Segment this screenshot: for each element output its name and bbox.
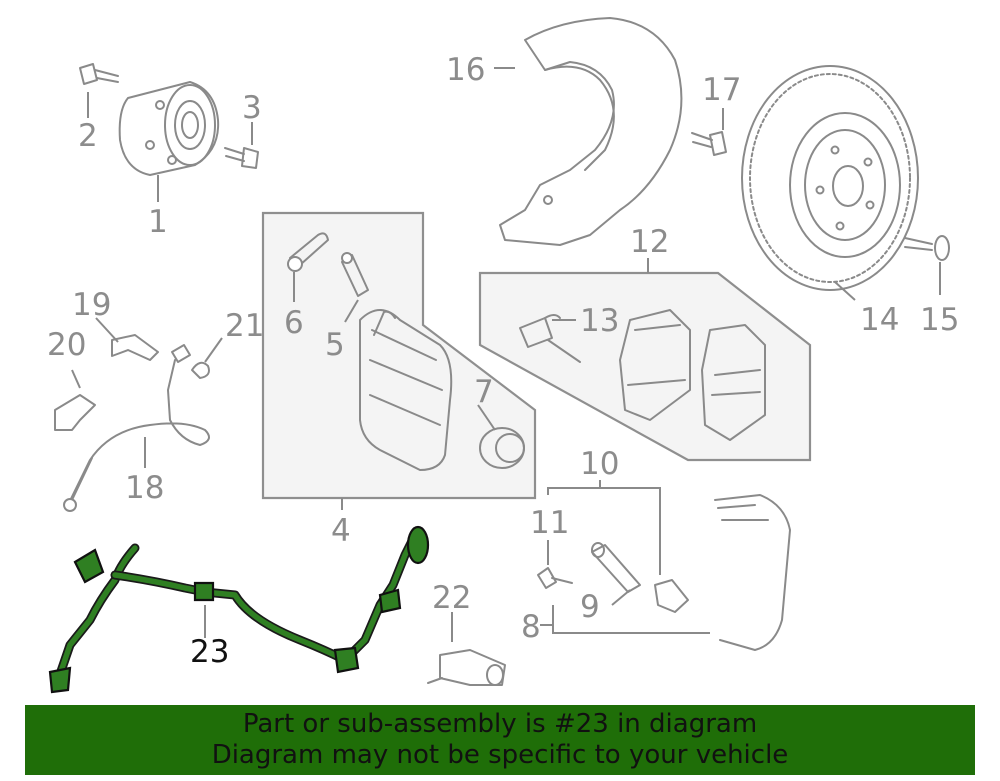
caliper-carrier-bracket-6[interactable] — [287, 232, 329, 272]
callout-12: 12 — [630, 224, 669, 260]
speed-sensor-22[interactable] — [427, 649, 506, 686]
callout-17: 17 — [702, 72, 741, 108]
callout-11: 11 — [530, 505, 569, 541]
brake-rotor[interactable] — [741, 65, 919, 291]
callout-22: 22 — [432, 580, 471, 616]
callout-4: 4 — [331, 513, 351, 549]
callout-10: 10 — [580, 446, 619, 482]
callout-2: 2 — [78, 118, 98, 154]
hose-bracket-20[interactable] — [54, 394, 96, 431]
guide-bolt-11[interactable] — [537, 567, 573, 589]
brake-caliper[interactable] — [359, 309, 453, 471]
parts-diagram: 1 2 3 4 5 6 7 8 9 10 11 12 13 14 15 16 1… — [47, 17, 959, 694]
bleeder-screw[interactable] — [341, 252, 369, 297]
callout-3: 3 — [242, 90, 262, 126]
shield-bolt[interactable] — [691, 131, 727, 156]
banner-line-1: Part or sub-assembly is #23 in diagram — [242, 709, 758, 739]
callout-13: 13 — [580, 303, 619, 339]
hose-bracket-19[interactable] — [111, 334, 159, 361]
callout-9: 9 — [580, 589, 600, 625]
pad-wear-sensor[interactable] — [519, 314, 581, 363]
callout-16: 16 — [446, 52, 485, 88]
caliper-group-box — [261, 211, 537, 500]
wheel-hub[interactable] — [118, 81, 220, 176]
callout-8: 8 — [521, 609, 541, 645]
callout-7: 7 — [474, 374, 494, 410]
notice-banner: Part or sub-assembly is #23 in diagram D… — [25, 705, 975, 775]
caliper-piston[interactable] — [479, 427, 525, 469]
guide-pin-9[interactable] — [591, 542, 641, 593]
rotor-screw[interactable] — [904, 235, 950, 261]
callout-15: 15 — [920, 302, 959, 338]
callout-23: 23 — [190, 634, 229, 670]
wear-indicator-8[interactable] — [714, 494, 791, 651]
retaining-clip-21[interactable] — [191, 361, 210, 379]
splash-shield[interactable] — [499, 17, 683, 246]
brake-pad-inner[interactable] — [619, 309, 691, 421]
callout-1: 1 — [148, 204, 168, 240]
callout-21: 21 — [225, 308, 264, 344]
brake-hose[interactable] — [63, 344, 210, 512]
brake-pad-outer[interactable] — [701, 324, 766, 441]
banner-line-2: Diagram may not be specific to your vehi… — [211, 740, 789, 770]
abs-sensor-cable-23[interactable] — [48, 525, 430, 694]
hub-bolt[interactable] — [79, 63, 119, 85]
hub-bolt-3[interactable] — [224, 147, 259, 169]
callout-20: 20 — [47, 327, 86, 363]
leader-lines — [71, 67, 941, 642]
callout-19: 19 — [72, 287, 111, 323]
callout-14: 14 — [860, 302, 899, 338]
callout-5: 5 — [325, 327, 345, 363]
guide-boot-10[interactable] — [654, 579, 689, 613]
callout-6: 6 — [284, 305, 304, 341]
callout-18: 18 — [125, 470, 164, 506]
